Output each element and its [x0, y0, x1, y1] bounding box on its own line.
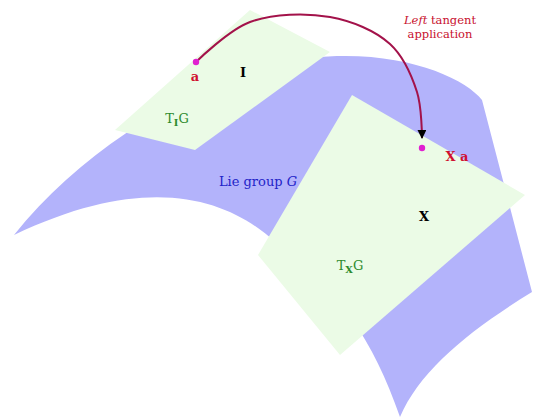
vector-dot [193, 59, 199, 65]
lie-group-surface-outline [14, 56, 532, 417]
edge-label: Left tangent application [401, 14, 479, 42]
tangent-plane: TIG [115, 10, 331, 151]
tangent-plane-shape [115, 10, 331, 151]
point-label: I [240, 65, 246, 80]
node-label: Lie group G [219, 174, 297, 189]
tangent-plane: TXG [258, 95, 526, 356]
tangent-plane-outline [258, 95, 525, 355]
mapping-arrow [196, 14, 422, 138]
point-label: X [419, 209, 429, 224]
node-label: TXG [337, 258, 364, 275]
vector-label: X a [445, 149, 468, 164]
tangent-plane-shape [258, 95, 526, 356]
node-label: TIG [165, 111, 189, 128]
tangent-plane-outline [115, 10, 330, 150]
vector-label: a [191, 69, 199, 84]
vector-dot [419, 145, 425, 151]
